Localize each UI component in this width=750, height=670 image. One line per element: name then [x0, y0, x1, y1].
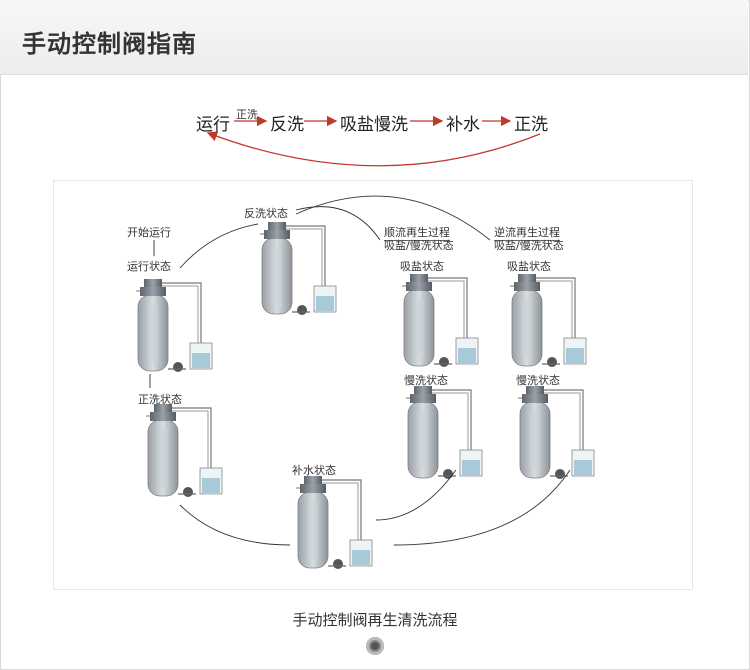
arrow-rinse-run — [206, 131, 541, 167]
flow-step-backwash: 反洗 — [270, 115, 304, 135]
unit-slow-cocurrent — [405, 385, 483, 480]
label-backwash-state: 反洗状态 — [244, 207, 288, 220]
unit-run — [135, 278, 213, 373]
page-title: 手动控制阀指南 — [22, 30, 197, 58]
label-cocurrent: 顺流再生过程 — [384, 226, 450, 241]
label-brine-2: 吸盐状态 — [507, 260, 551, 273]
label-countercurrent: 逆流再生过程 — [494, 226, 560, 241]
link-slowcc-refill — [393, 469, 571, 546]
label-start-run: 开始运行 — [127, 226, 171, 239]
flow-step-brine-slow: 吸盐慢洗 — [340, 115, 408, 135]
flow-step-note: 正洗 — [236, 108, 258, 121]
label-rinse-state: 正洗状态 — [138, 393, 182, 406]
label-slow-1: 慢洗状态 — [404, 374, 448, 387]
label-run-state: 运行状态 — [127, 260, 171, 273]
unit-backwash — [259, 221, 337, 316]
unit-brine-cocurrent — [401, 273, 479, 368]
unit-slow-countercurrent — [517, 385, 595, 480]
diagram-panel — [53, 180, 693, 590]
unit-rinse — [145, 403, 223, 498]
link-slowco-refill — [375, 469, 457, 521]
label-slow-2: 慢洗状态 — [516, 374, 560, 387]
link-backwash-countercurrent — [295, 195, 491, 241]
label-brine-1: 吸盐状态 — [400, 260, 444, 273]
link-backwash-cocurrent — [295, 206, 381, 241]
flow-step-run: 运行 — [196, 115, 230, 135]
link-refill-rinse — [179, 504, 291, 546]
label-refill-state: 补水状态 — [292, 464, 336, 477]
carousel-dot[interactable] — [366, 637, 384, 655]
link-run-backwash — [179, 223, 259, 269]
label-cocurrent-sub: 吸盐/慢洗状态 — [384, 239, 454, 252]
unit-brine-countercurrent — [509, 273, 587, 368]
process-flow: 运行 正洗 反洗 吸盐慢洗 补水 正洗 — [0, 0, 750, 180]
page-header: 手动控制阀指南 — [0, 0, 748, 75]
label-countercurrent-sub: 吸盐/慢洗状态 — [494, 239, 564, 252]
unit-refill — [295, 475, 373, 570]
diagram-caption: 手动控制阀再生清洗流程 — [292, 611, 458, 629]
flow-step-refill: 补水 — [446, 115, 480, 135]
flow-step-rinse: 正洗 — [514, 115, 548, 135]
